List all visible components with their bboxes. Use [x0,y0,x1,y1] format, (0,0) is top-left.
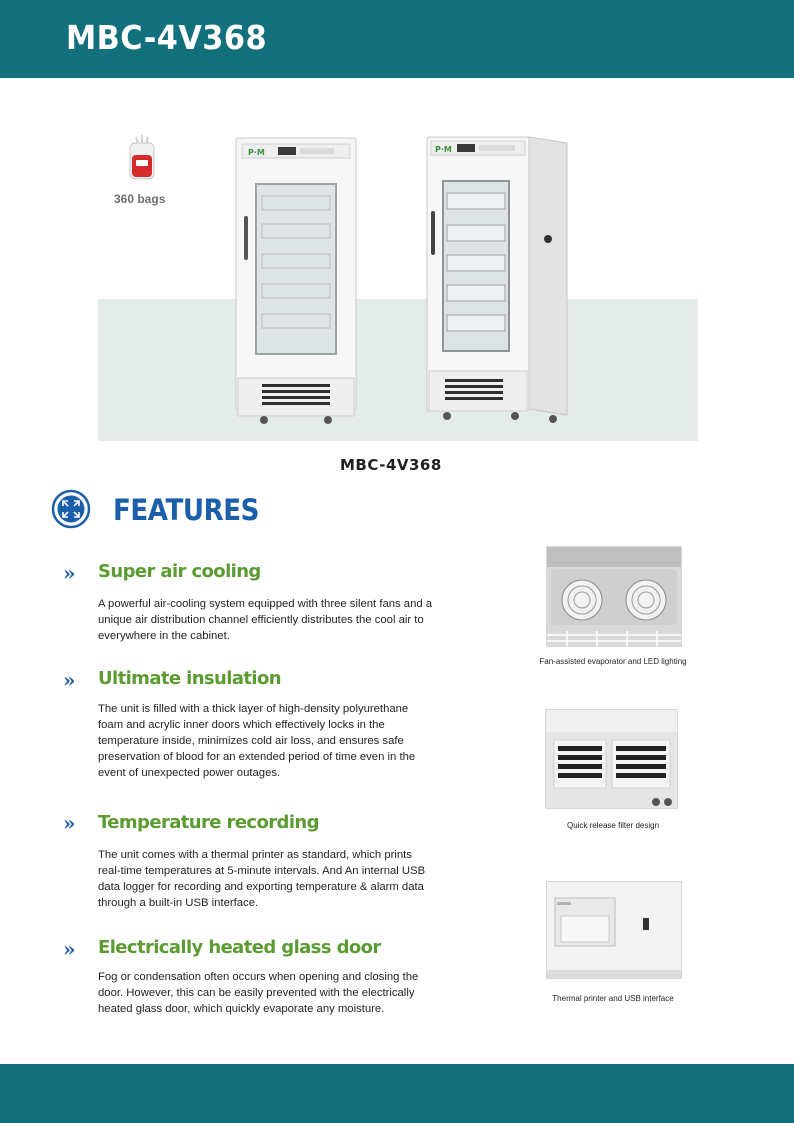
feature-title: Super air cooling [98,561,261,582]
chevron-right-icon: » [63,668,76,692]
capacity-label: 360 bags [114,192,166,206]
feature-title: Temperature recording [98,812,319,833]
printer-photo [546,881,682,979]
fridge-angled-image: P·M [426,136,568,423]
feature-body: The unit is filled with a thick layer of… [98,703,416,779]
features-heading: FEATURES [113,493,259,527]
filter-photo [545,709,678,809]
chevron-right-icon: » [63,811,76,835]
feature-body: A powerful air-cooling system equipped w… [98,598,433,642]
fridge-front-image: P·M [235,137,357,424]
blood-bag-icon [129,135,155,180]
photo-caption: Thermal printer and USB interface [552,994,674,1003]
page-title: MBC-4V368 [66,18,268,57]
photo-caption: Fan-assisted evaporator and LED lighting [539,657,687,666]
hero-background [98,299,698,441]
brand-logo: P·M [248,148,265,157]
chevron-right-icon: » [63,561,76,585]
header-bar: MBC-4V368 [0,0,794,78]
expand-icon [51,489,91,529]
feature-title: Electrically heated glass door [98,937,381,958]
fan-evaporator-photo [546,546,682,647]
brand-logo: P·M [435,145,452,154]
photo-caption: Quick release filter design [566,821,660,830]
chevron-right-icon: » [63,937,76,961]
feature-body: The unit comes with a thermal printer as… [98,849,426,909]
model-caption: MBC-4V368 [340,456,442,474]
footer-bar [0,1064,794,1123]
feature-title: Ultimate insulation [98,668,282,689]
feature-body: Fog or condensation often occurs when op… [98,971,419,1015]
